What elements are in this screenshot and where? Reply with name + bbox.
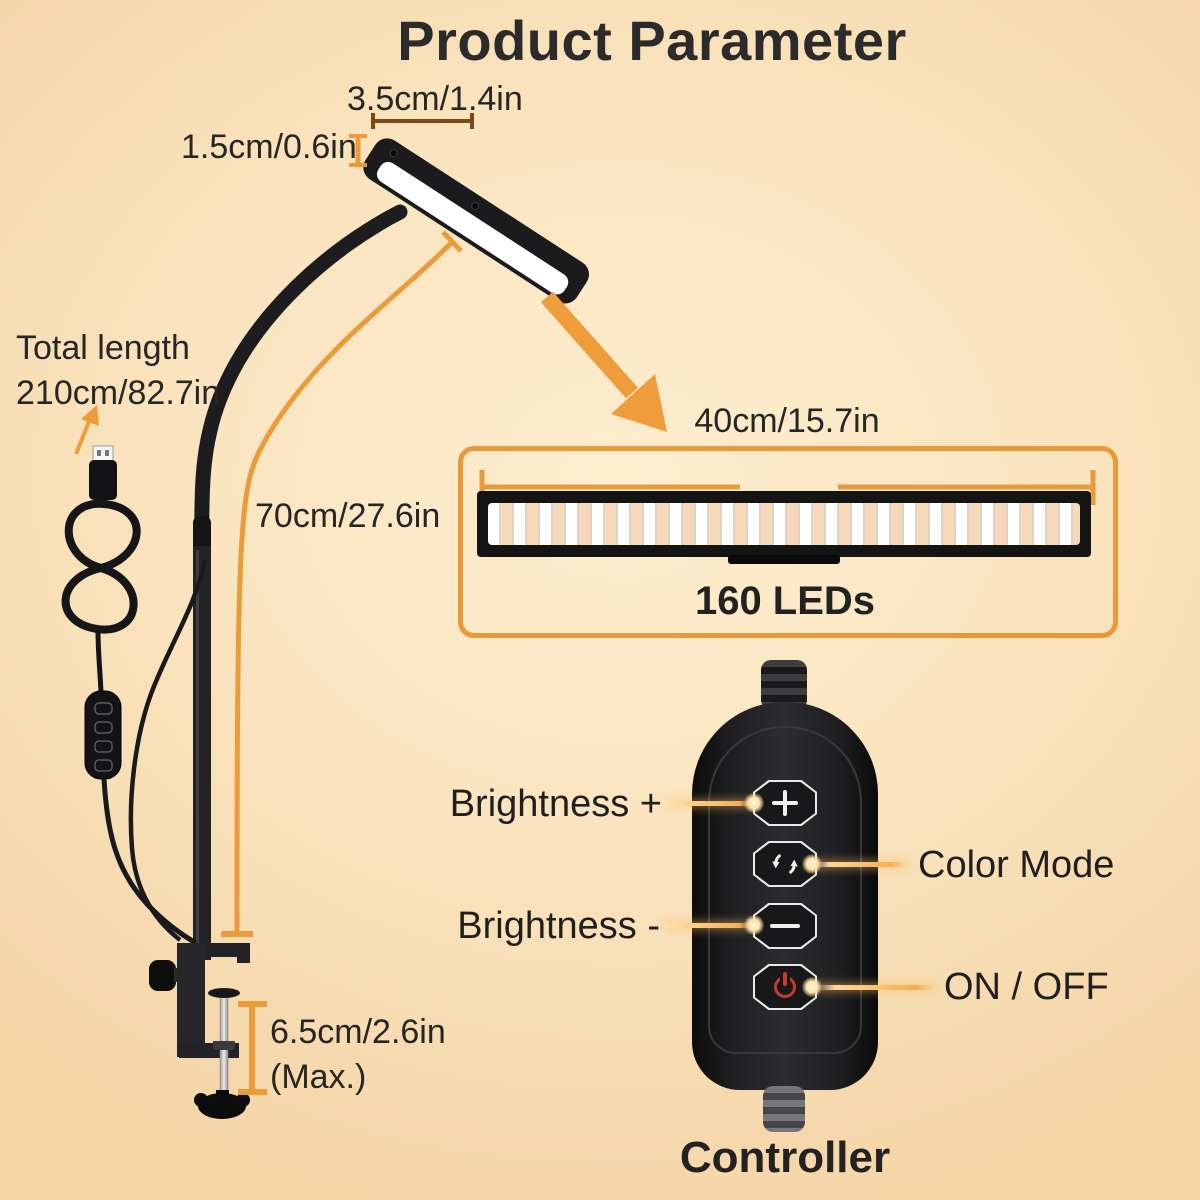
callout-dot (744, 915, 764, 935)
on-off-label: ON / OFF (944, 966, 1109, 1008)
usb-cable-coil-depiction (61, 499, 141, 693)
usb-connector-icon (89, 445, 117, 500)
brightness-minus-label: Brightness - (457, 905, 660, 947)
callout-dot (802, 977, 822, 997)
callout-line-brightness-minus (664, 923, 756, 928)
callout-line-color-mode (812, 862, 908, 867)
bracket-head-width (371, 113, 474, 129)
total-length-arrow-icon (74, 405, 99, 455)
detail-arrow-icon (541, 291, 667, 432)
bracket-head-thickness (349, 134, 367, 167)
controller-body (692, 702, 878, 1090)
head-width-label: 3.5cm/1.4in (347, 80, 523, 118)
callout-line-power (812, 985, 938, 990)
lamp-pole-depiction (193, 546, 211, 960)
power-icon-stem (783, 972, 787, 986)
inline-remote-depiction (84, 690, 122, 780)
led-bar-detail-box (458, 446, 1118, 638)
controller-panel-outline (708, 726, 862, 1054)
head-thickness-label: 1.5cm/0.6in (181, 128, 357, 166)
led-bar-length-label: 40cm/15.7in (694, 402, 880, 440)
callout-dot (744, 793, 764, 813)
led-strip (488, 503, 1080, 545)
page-title: Product Parameter (397, 9, 907, 72)
clamp-range-value: 6.5cm/2.6in (270, 1013, 446, 1051)
callout-line-brightness-plus (664, 801, 756, 806)
measure-line-40cm (479, 470, 1096, 505)
minus-icon (770, 924, 800, 928)
total-length-line1: Total length (16, 329, 190, 367)
plus-icon (783, 790, 787, 816)
controller-cable-top (761, 660, 807, 710)
brightness-plus-label: Brightness + (449, 783, 662, 825)
controller-cable-bottom (763, 1086, 805, 1132)
lamp-head-depiction (363, 138, 589, 304)
pole-length-label: 70cm/27.6in (255, 497, 441, 535)
callout-dot (802, 854, 822, 874)
total-length-line2: 210cm/82.7in (16, 374, 221, 412)
desk-clamp-depiction (149, 943, 250, 1119)
color-mode-label: Color Mode (918, 844, 1115, 886)
measurement-arc-70cm (221, 230, 463, 937)
total-length-label: Total length 210cm/82.7in (16, 326, 220, 416)
color-cycle-icon (772, 854, 798, 874)
clamp-range-label: 6.5cm/2.6in (Max.) (270, 1010, 446, 1100)
led-count-label: 160 LEDs (694, 579, 876, 623)
controller-caption: Controller (679, 1133, 891, 1182)
clamp-range-note: (Max.) (270, 1058, 367, 1096)
led-bar-mount-tab (728, 555, 840, 564)
bracket-clamp-range (238, 1001, 267, 1095)
power-cable-depiction (101, 559, 208, 946)
